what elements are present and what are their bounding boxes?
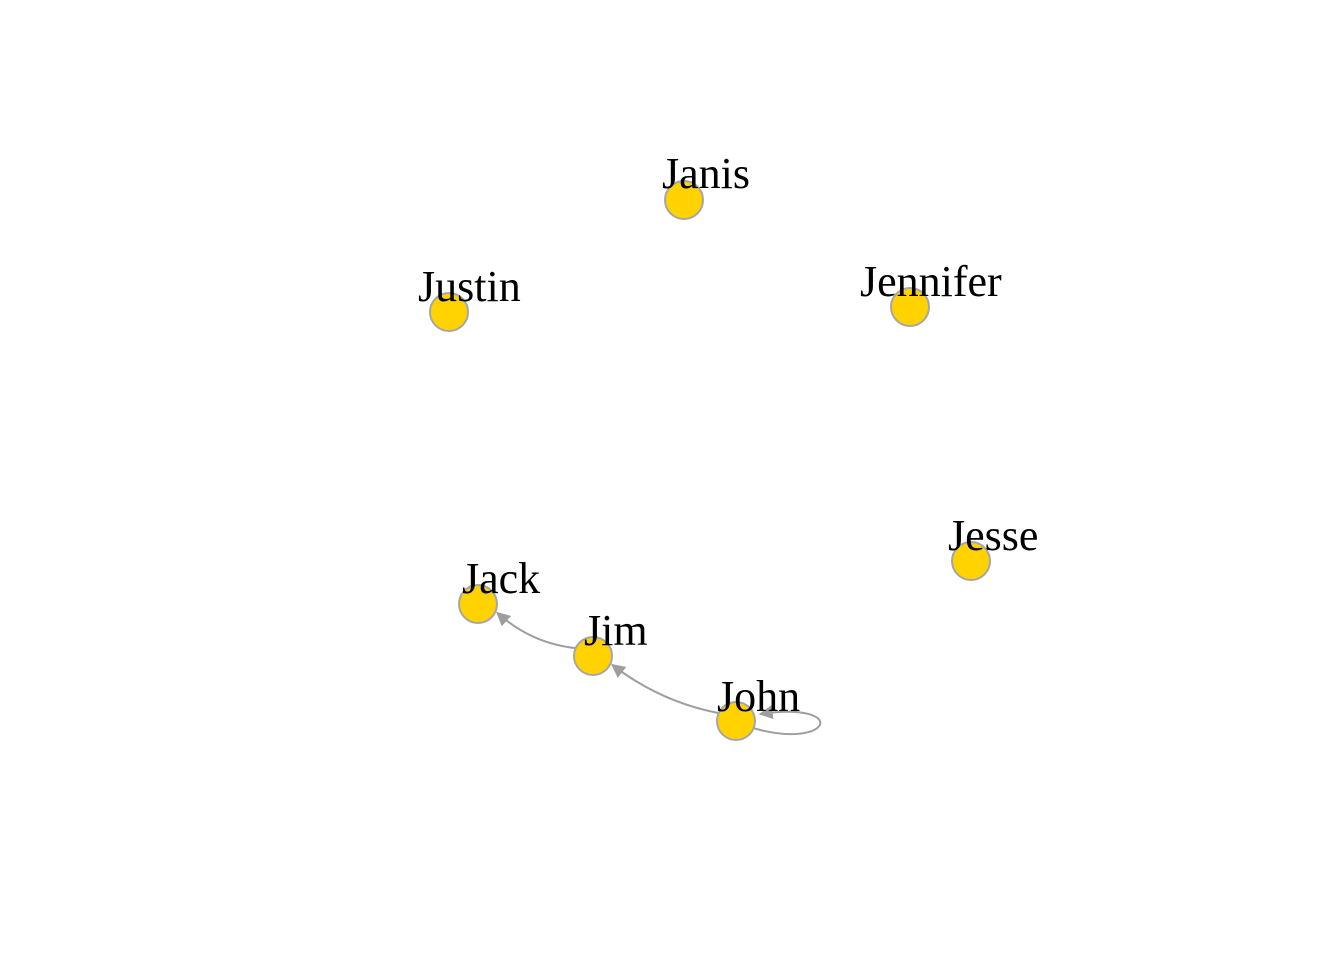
node-label-justin: Justin bbox=[418, 262, 521, 311]
node-justin[interactable] bbox=[429, 292, 469, 332]
edge-jim-to-jack bbox=[496, 611, 576, 650]
node-janis[interactable] bbox=[664, 180, 704, 220]
edge-john-to-john bbox=[752, 705, 822, 736]
edges-layer bbox=[496, 611, 822, 736]
node-jack[interactable] bbox=[458, 584, 498, 624]
node-jennifer[interactable] bbox=[890, 287, 930, 327]
node-label-john: John bbox=[717, 672, 800, 721]
node-label-jesse: Jesse bbox=[948, 511, 1038, 560]
node-label-jack: Jack bbox=[462, 554, 540, 603]
nodes-layer bbox=[429, 180, 991, 741]
edge-john-to-jim bbox=[611, 663, 719, 715]
node-john[interactable] bbox=[716, 701, 756, 741]
node-label-janis: Janis bbox=[662, 149, 750, 198]
node-jim[interactable] bbox=[573, 636, 613, 676]
node-label-jennifer: Jennifer bbox=[860, 257, 1002, 306]
node-label-jim: Jim bbox=[584, 606, 648, 655]
node-jesse[interactable] bbox=[951, 541, 991, 581]
